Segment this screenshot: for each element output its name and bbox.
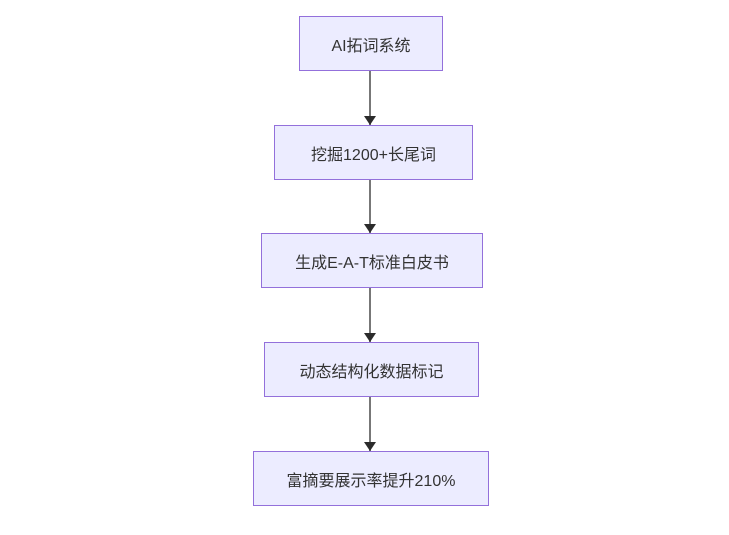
flow-edge-arrow-1 xyxy=(369,71,371,125)
flow-edge-arrow-2 xyxy=(369,180,371,233)
flow-node-label: 动态结构化数据标记 xyxy=(299,363,444,381)
flow-node-structured-data-markup: 动态结构化数据标记 xyxy=(264,342,479,397)
flow-node-ai-keyword-system: AI拓词系统 xyxy=(299,16,443,71)
flow-edge-arrow-4 xyxy=(369,397,371,451)
flow-node-rich-snippet-result: 富摘要展示率提升210% xyxy=(253,451,489,506)
flow-node-eat-whitepaper: 生成E-A-T标准白皮书 xyxy=(261,233,483,288)
flow-node-longtail-mining: 挖掘1200+长尾词 xyxy=(274,125,473,180)
flow-node-label: 富摘要展示率提升210% xyxy=(286,472,456,490)
flow-node-label: AI拓词系统 xyxy=(331,37,411,55)
flow-node-label: 挖掘1200+长尾词 xyxy=(311,146,436,164)
flow-node-label: 生成E-A-T标准白皮书 xyxy=(295,254,449,272)
flow-edge-arrow-3 xyxy=(369,288,371,342)
